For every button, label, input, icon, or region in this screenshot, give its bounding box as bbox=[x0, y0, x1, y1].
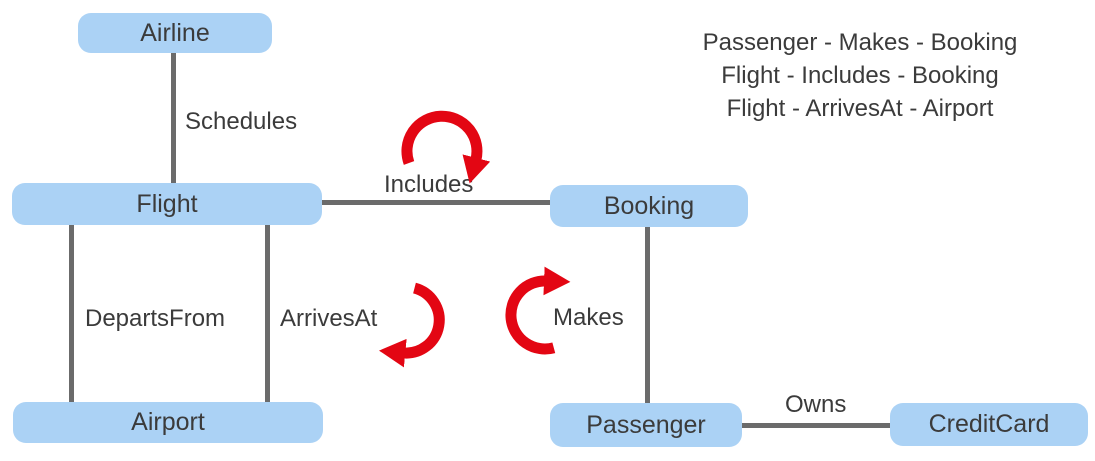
relationship-label-departsfrom: DepartsFrom bbox=[85, 305, 226, 332]
entity-passenger: Passenger bbox=[550, 403, 742, 447]
entity-booking-label: Booking bbox=[603, 191, 695, 220]
entity-airline: Airline bbox=[78, 13, 272, 53]
triple-line-passenger-makes-booking: Passenger - Makes - Booking bbox=[702, 29, 1018, 56]
connector-flight-airport-arrivesat bbox=[265, 225, 270, 402]
entity-passenger-label: Passenger bbox=[586, 410, 706, 439]
relationship-label-schedules: Schedules bbox=[185, 108, 298, 135]
clockwise-arrow-makes-icon bbox=[505, 266, 571, 355]
relationship-label-arrivesat: ArrivesAt bbox=[280, 305, 378, 332]
entity-flight-label: Flight bbox=[136, 189, 198, 218]
entity-creditcard-label: CreditCard bbox=[928, 410, 1050, 438]
entity-creditcard: CreditCard bbox=[890, 403, 1088, 446]
entity-airline-label: Airline bbox=[140, 18, 210, 47]
connector-airline-flight bbox=[171, 53, 176, 183]
relationship-label-owns: Owns bbox=[785, 391, 847, 418]
relationship-label-includes: Includes bbox=[384, 171, 474, 198]
clockwise-arrow-includes-icon bbox=[401, 110, 491, 184]
triple-line-flight-includes-booking: Flight - Includes - Booking bbox=[721, 62, 999, 89]
connector-flight-booking bbox=[322, 200, 550, 205]
connector-passenger-creditcard bbox=[742, 423, 890, 428]
entity-airport-label: Airport bbox=[131, 408, 205, 436]
entity-booking: Booking bbox=[550, 185, 748, 227]
connector-booking-passenger bbox=[645, 227, 650, 403]
relationship-triples: Passenger - Makes - Booking Flight - Inc… bbox=[600, 26, 1095, 125]
relationship-label-makes: Makes bbox=[553, 304, 624, 331]
clockwise-arrow-arrivesat-icon bbox=[379, 282, 445, 368]
entity-flight: Flight bbox=[12, 183, 322, 225]
triple-line-flight-arrivesat-airport: Flight - ArrivesAt - Airport bbox=[726, 95, 994, 122]
connector-flight-airport-departsfrom bbox=[69, 225, 74, 402]
entity-airport: Airport bbox=[13, 402, 323, 443]
